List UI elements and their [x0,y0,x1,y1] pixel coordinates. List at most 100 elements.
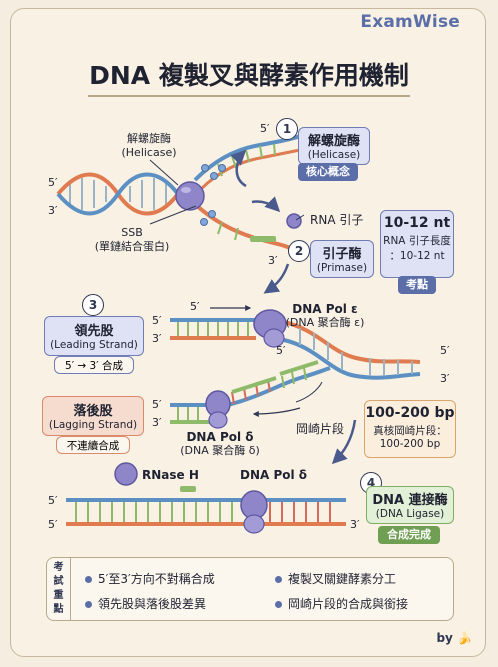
summary-item: 領先股與落後股差異 [85,595,206,612]
bullet-icon [85,576,92,583]
helicase-card: 解螺旋酶 (Helicase) [298,127,370,165]
summary-item: 5′至3′方向不對稱合成 [85,570,215,587]
helicase-label-cn: 解螺旋酶 [127,132,171,145]
rna-primer-block [250,236,276,242]
summary-item-text: 5′至3′方向不對稱合成 [98,572,215,586]
leading-bottom-3prime: 3′ [152,332,162,345]
title-divider [88,95,410,97]
ligase-card-tag: 合成完成 [378,526,440,544]
exam-key-points-header: 考 試 重 點 [47,558,71,620]
helicase-card-sub: (Helicase) [307,149,361,161]
ligase-card: DNA 連接酶 (DNA Ligase) [366,486,454,524]
bullet-icon [85,601,92,608]
primase-card-title: 引子酶 [322,247,362,262]
helicase-card-tag: 核心概念 [298,163,358,181]
summary-header-char: 重 [53,590,64,601]
pol-epsilon-enzyme [253,309,287,348]
ligase-card-title: DNA 連接酶 [372,493,448,508]
lagging-card-sub: (Lagging Strand) [48,419,138,431]
okazaki-length-sub1: 真核岡崎片段： [373,425,447,437]
okazaki-length-title: 100-200 bp [365,405,455,421]
lagging-card-tag: 不連續合成 [56,436,130,454]
leading-arrow-5prime: 5′ [190,300,200,313]
primer-length-tag: 考點 [398,276,436,294]
summary-header-char: 試 [53,576,64,587]
leading-mid-5prime: 5′ [276,344,286,357]
pol-epsilon-label: DNA Pol ε (DNA 聚合酶 ε) [282,302,368,330]
helicase-label-en: (Helicase) [121,146,177,159]
pol-delta-bottom-label: DNA Pol δ [240,468,308,482]
page-title: DNA 複製叉與酵素作用機制 [89,61,409,90]
okazaki-length-sub2: 100-200 bp [379,438,441,450]
summary-header-char: 考 [53,562,64,573]
lagging-card-title: 落後股 [73,404,113,419]
summary-item-text: 領先股與落後股差異 [98,597,207,611]
pol-delta-enzyme [205,390,231,429]
primer-length-sub1: RNA 引子長度 [383,235,451,247]
helicase-label: 解螺旋酶 (Helicase) [106,132,192,160]
ssb-label: SSB (單鏈結合蛋白) [86,226,178,254]
pol-delta-cn: (DNA 聚合酶 δ) [180,444,260,457]
parental-helix [56,172,180,216]
ssb-label-name: SSB [121,226,143,239]
lower-arm-3prime: 3′ [268,254,278,267]
helicase-enzyme [175,181,205,211]
lagging-strand-section [170,360,331,424]
helicase-card-title: 解螺旋酶 [307,134,360,149]
rnase-h-enzyme [114,462,138,486]
summary-item-text: 岡崎片段的合成與銜接 [288,597,409,611]
step-2-badge: 2 [288,240,310,262]
leading-top-5prime: 5′ [152,314,162,327]
leading-card-tag: 5′ → 3′ 合成 [54,356,134,374]
pol-delta-label: DNA Pol δ (DNA 聚合酶 δ) [174,430,266,458]
primase-card-sub: (Primase) [316,262,368,274]
upper-arm-strand [193,134,301,192]
ligation-section [66,486,346,526]
summary-header-char: 點 [53,604,64,615]
leading-strand-card: 領先股 (Leading Strand) [44,316,144,356]
upper-arm-5prime: 5′ [260,122,270,135]
primer-length-sub2: ：10-12 nt [389,250,445,262]
leading-right-3prime: 3′ [440,372,450,385]
okazaki-label: 岡崎片段 [296,422,345,436]
pol-delta-bottom-enzyme [240,490,268,534]
brand-logo: ExamWise [360,12,460,32]
ligase-card-sub: (DNA Ligase) [375,508,445,520]
pol-epsilon-name: DNA Pol ε [292,302,358,316]
primer-length-card: 10-12 nt RNA 引子長度 ：10-12 nt [380,210,454,278]
bullet-icon [275,576,282,583]
signature: by 🍌 [436,631,472,645]
summary-item: 岡崎片段的合成與銜接 [275,595,408,612]
primer-length-title: 10-12 nt [383,215,451,231]
bullet-icon [275,601,282,608]
ssb-label-cn: (單鏈結合蛋白) [94,240,170,253]
step-1-badge: 1 [276,118,298,140]
exam-key-points: 考 試 重 點 5′至3′方向不對稱合成 複製叉關鍵酵素分工 領先股與落後股差異… [46,557,454,621]
primase-enzyme [286,213,302,229]
leading-card-title: 領先股 [74,324,114,339]
helix-3prime: 3′ [48,204,58,217]
okazaki-length-card: 100-200 bp 真核岡崎片段： 100-200 bp [364,400,456,458]
pol-delta-name: DNA Pol δ [186,430,254,444]
leading-card-sub: (Leading Strand) [50,339,138,351]
bottom-right-3prime: 3′ [350,518,360,531]
lagging-bottom-3prime: 3′ [152,416,162,429]
bottom-left-5prime: 5′ [48,518,58,531]
rnase-h-label: RNase H [142,468,199,482]
leading-right-5prime: 5′ [440,344,450,357]
ssb-proteins [200,164,226,226]
step-3-badge: 3 [82,294,104,316]
lagging-top-5prime: 5′ [152,398,162,411]
bottom-top-5prime: 5′ [48,494,58,507]
helix-5prime: 5′ [48,176,58,189]
rna-primer-label: RNA 引子 [310,213,364,227]
summary-item: 複製叉關鍵酵素分工 [275,570,396,587]
removed-primer [180,486,196,492]
primase-card: 引子酶 (Primase) [310,240,374,278]
lagging-strand-card: 落後股 (Lagging Strand) [42,396,144,436]
leading-strand-section [170,305,421,380]
summary-item-text: 複製叉關鍵酵素分工 [288,572,397,586]
pol-epsilon-cn: (DNA 聚合酶 ε) [285,316,365,329]
